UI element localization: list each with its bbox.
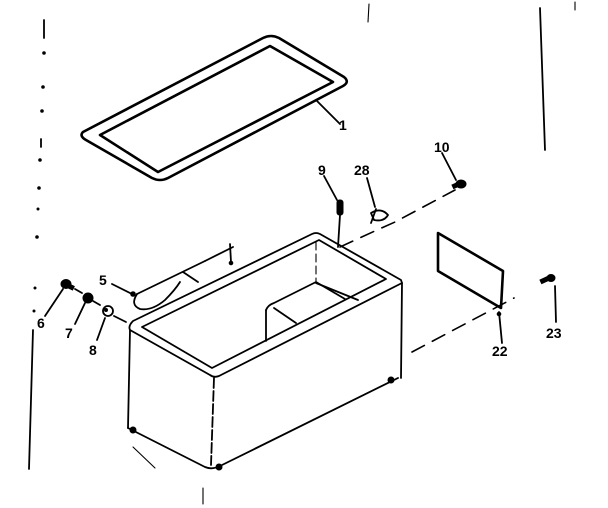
access-panel-gasket-part [411,231,515,353]
scan-margin-marks [28,1,576,505]
callout-1: 1 [339,117,347,133]
callout-6: 6 [37,315,45,331]
callout-22: 22 [492,343,508,359]
callout-7: 7 [65,325,73,341]
hinge-hardware-parts [323,152,467,248]
callout-5: 5 [99,272,107,288]
callout-10: 10 [434,139,450,155]
callout-23: 23 [546,325,562,341]
screw-washer-clip-parts [44,279,127,341]
cabinet-body [127,232,403,471]
callout-8: 8 [89,342,97,358]
lid-gasket-part [80,34,349,182]
callout-9: 9 [318,162,326,178]
drain-tube-part [111,243,234,311]
callout-28: 28 [354,162,370,178]
screw-23-part [539,274,557,323]
